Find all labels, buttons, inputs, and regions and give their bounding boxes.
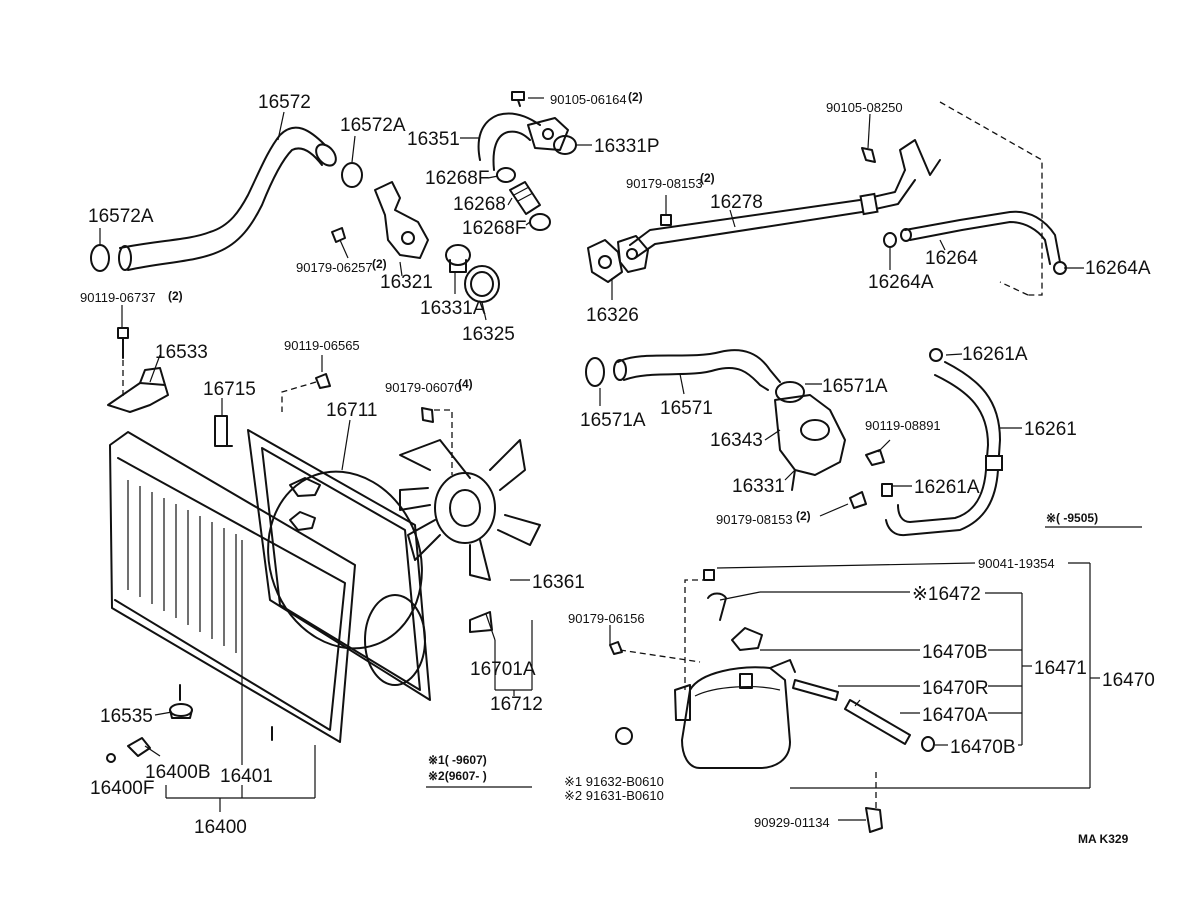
label-16261A: 16261A [914, 477, 980, 498]
upper-radiator-hose [118, 126, 337, 271]
label-90929-01134: 90929-01134 [754, 815, 830, 830]
label-16470R: 16470R [922, 678, 989, 699]
label-16572A: 16572A [340, 115, 406, 136]
label-90119-06565: 90119-06565 [284, 338, 360, 353]
bracket-16715 [214, 415, 233, 447]
label-16470A: 16470A [922, 705, 988, 726]
label-16331P: 16331P [594, 136, 660, 157]
diagram-code: MA K329 [1078, 832, 1129, 846]
label-90041-19354: 90041-19354 [978, 556, 1055, 571]
water-inlet [374, 181, 429, 259]
label-16471: 16471 [1034, 658, 1087, 679]
label-16264A: 16264A [868, 272, 934, 293]
label-16261: 16261 [1024, 419, 1077, 440]
label-16470: 16470 [1102, 670, 1155, 691]
note-model-range: ※2(9607- ) [428, 769, 487, 783]
label-16264A: 16264A [1085, 258, 1151, 279]
label-16331A: 16331A [420, 298, 486, 319]
label-16571A: 16571A [580, 410, 646, 431]
label-16535: 16535 [100, 706, 153, 727]
label-quantity: (2) [168, 289, 183, 303]
label-16533: 16533 [155, 342, 208, 363]
label-16711: 16711 [326, 400, 377, 421]
bolt [331, 227, 346, 243]
label-quantity: (2) [700, 171, 715, 185]
label-quantity: (2) [372, 257, 387, 271]
note-model-range: ※( -9505) [1046, 511, 1098, 525]
label-90119-06737: 90119-06737 [80, 290, 156, 305]
label-16701A: 16701A [470, 659, 536, 680]
radiator-assembly [109, 431, 356, 743]
label-16572A: 16572A [88, 206, 154, 227]
label-16400F: 16400F [90, 778, 154, 799]
water-by-pass-pipe [629, 139, 941, 259]
label-16400: 16400 [194, 817, 247, 838]
clamp [609, 569, 796, 721]
bolt [117, 327, 129, 398]
label-quantity: (2) [796, 509, 811, 523]
label-16572: 16572 [258, 92, 311, 113]
label-90179-08153: 90179-08153 [716, 512, 793, 527]
leader-lines [99, 97, 1142, 821]
label-16268F: 16268F [462, 218, 526, 239]
label-16470B: 16470B [922, 642, 988, 663]
label-16264: 16264 [925, 248, 978, 269]
label-90179-06070: 90179-06070 [385, 380, 462, 395]
label-16361: 16361 [532, 572, 585, 593]
bypass-hose [509, 181, 541, 215]
reserve-tank-hose [792, 679, 935, 752]
reserve-tank-cap [707, 592, 763, 651]
lower-radiator-hose [613, 349, 781, 391]
water-hose-16264 [900, 210, 1061, 265]
label-quantity: (2) [628, 90, 643, 104]
water-inlet-housing [774, 394, 846, 491]
label-16715: 16715 [203, 379, 256, 400]
label-16343: 16343 [710, 430, 763, 451]
label-16326: 16326 [586, 305, 639, 326]
label-91632-B0610: ※1 91632-B0610 [564, 774, 664, 789]
thermostat [445, 244, 471, 273]
hose-clamp [585, 357, 805, 403]
drain-cock [106, 737, 151, 763]
label-90119-08891: 90119-08891 [865, 418, 941, 433]
label-16400B: 16400B [145, 762, 211, 783]
label-16268F: 16268F [425, 168, 489, 189]
label-16712: 16712 [490, 694, 543, 715]
label-90179-06156: 90179-06156 [568, 611, 645, 626]
label-90105-06164: 90105-06164 [550, 92, 627, 107]
label-16351: 16351 [407, 129, 460, 150]
clip [865, 768, 883, 833]
label-quantity: (4) [458, 377, 473, 391]
label-90105-08250: 90105-08250 [826, 100, 903, 115]
water-bypass-pipe [477, 112, 569, 171]
label-90179-06257: 90179-06257 [296, 260, 373, 275]
label-16278: 16278 [710, 192, 763, 213]
label-16325: 16325 [462, 324, 515, 345]
label-90179-08153: 90179-08153 [626, 176, 703, 191]
label-16401: 16401 [220, 766, 273, 787]
note-model-range: ※1( -9607) [428, 753, 487, 767]
water-hose-16261 [881, 348, 1003, 537]
label-16571A: 16571A [822, 376, 888, 397]
radiator-support-bracket [107, 367, 169, 413]
reserve-tank [681, 666, 791, 769]
label-16261A: 16261A [962, 344, 1028, 365]
label-16268: 16268 [453, 194, 506, 215]
fan-shroud [247, 429, 431, 701]
label-16331: 16331 [732, 476, 785, 497]
label-16321: 16321 [380, 272, 433, 293]
bolt [511, 91, 525, 107]
bolt [281, 373, 453, 475]
bolt [660, 147, 876, 226]
bolt [849, 449, 885, 509]
label-16470B: 16470B [950, 737, 1016, 758]
cooling-fan [399, 439, 541, 581]
gasket [587, 235, 649, 283]
label-91631-B0610: ※2 91631-B0610 [564, 788, 664, 803]
label-16472: ※16472 [912, 584, 981, 605]
radiator-cap [169, 703, 193, 719]
grommet [615, 727, 633, 745]
label-16571: 16571 [660, 398, 713, 419]
